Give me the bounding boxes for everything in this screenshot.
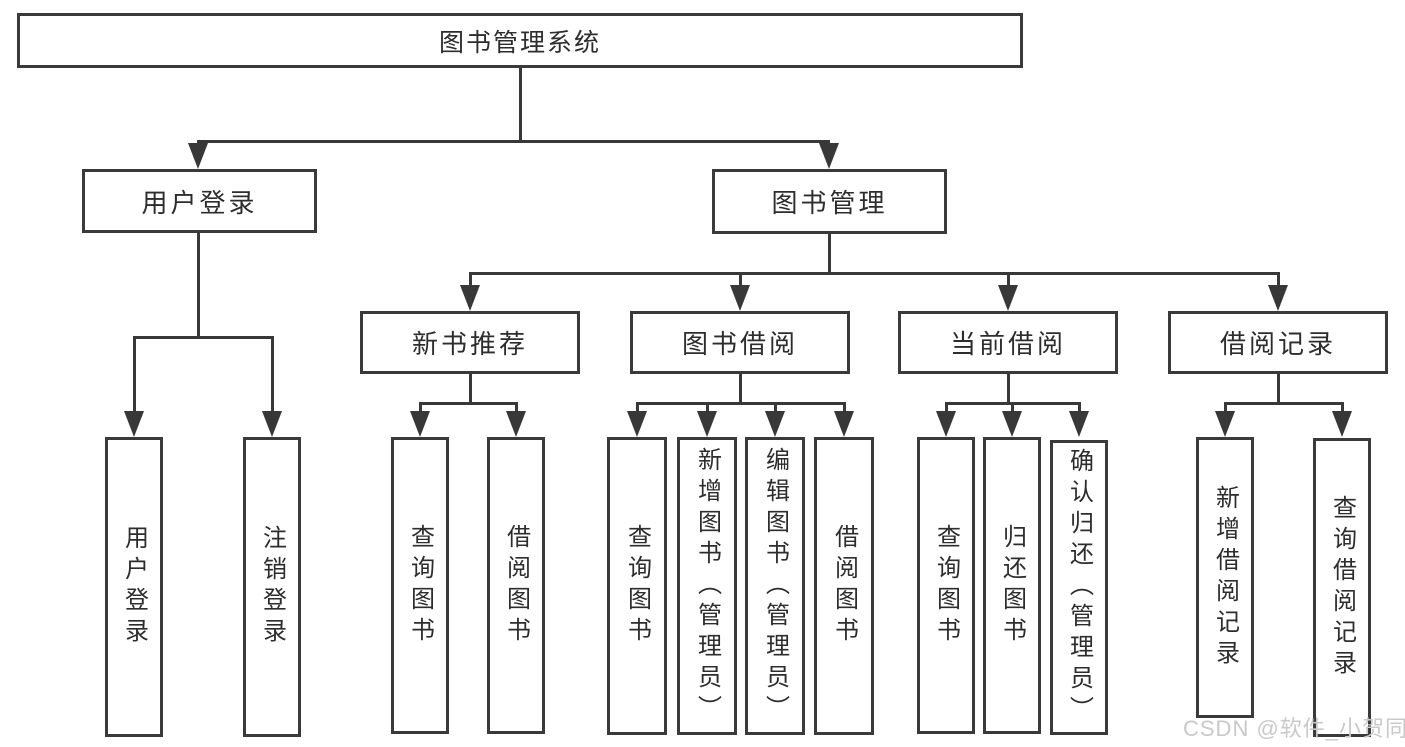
node-library-system: 图书管理系统 bbox=[17, 13, 1023, 68]
arrowhead-down bbox=[936, 411, 956, 437]
leaf-label: 新增图书（管理员） bbox=[693, 446, 721, 726]
connector-userlogin-stem bbox=[197, 232, 200, 338]
leaf-label: 借阅图书 bbox=[502, 523, 530, 648]
arrowhead-down bbox=[1002, 411, 1022, 437]
arrowhead-down bbox=[1268, 285, 1288, 311]
connector-group-rail bbox=[419, 402, 518, 405]
connector-drop bbox=[1224, 402, 1227, 413]
node-label: 借阅记录 bbox=[1219, 329, 1336, 359]
connector-drop bbox=[1007, 272, 1010, 287]
node-label: 图书管理 bbox=[771, 188, 888, 218]
connector-drop bbox=[1277, 272, 1280, 287]
leaf-label: 查询借阅记录 bbox=[1328, 494, 1356, 681]
arrowhead-down bbox=[460, 285, 480, 311]
connector-bookmgmt-rail bbox=[469, 272, 1280, 275]
connector-drop bbox=[271, 336, 274, 413]
arrowhead-down bbox=[1215, 411, 1235, 437]
connector-drop bbox=[843, 402, 846, 413]
connector-drop bbox=[1011, 402, 1014, 413]
connector-root-stem bbox=[519, 67, 522, 143]
node-borrow-records: 借阅记录 bbox=[1168, 311, 1388, 374]
connector-bookmgmt-stem bbox=[828, 234, 831, 275]
connector-drop bbox=[515, 402, 518, 413]
connector-root-rail bbox=[197, 140, 830, 143]
leaf-query-books: 查询图书 bbox=[391, 437, 449, 734]
connector-group-rail bbox=[1224, 402, 1343, 405]
node-label: 新书推荐 bbox=[411, 329, 528, 359]
node-book-borrow: 图书借阅 bbox=[630, 311, 850, 374]
leaf-label: 新增借阅记录 bbox=[1211, 484, 1239, 671]
leaf-label: 注销登录 bbox=[258, 525, 286, 649]
arrowhead-down bbox=[730, 285, 750, 311]
leaf-return-books: 归还图书 bbox=[983, 437, 1041, 734]
arrowhead-down bbox=[1069, 411, 1089, 437]
leaf-borrow-books: 借阅图书 bbox=[487, 437, 545, 734]
leaf-borrow-books: 借阅图书 bbox=[814, 437, 874, 735]
connector-drop bbox=[739, 272, 742, 287]
leaf-label: 编辑图书（管理员） bbox=[761, 446, 789, 726]
arrowhead-down bbox=[188, 143, 208, 169]
arrowhead-down bbox=[1332, 411, 1352, 437]
node-new-book-recommend: 新书推荐 bbox=[360, 311, 580, 374]
arrowhead-down bbox=[410, 411, 430, 437]
connector-drop bbox=[706, 402, 709, 413]
connector-drop bbox=[636, 402, 639, 413]
connector-drop bbox=[1341, 402, 1344, 413]
node-current-borrow: 当前借阅 bbox=[898, 311, 1118, 374]
leaf-user-login: 用户登录 bbox=[105, 437, 163, 737]
leaf-label: 查询图书 bbox=[406, 523, 434, 648]
arrowhead-down bbox=[834, 411, 854, 437]
leaf-label: 归还图书 bbox=[998, 523, 1026, 648]
leaf-label: 借阅图书 bbox=[830, 524, 858, 648]
connector-drop bbox=[419, 402, 422, 413]
connector-drop bbox=[1078, 402, 1081, 413]
arrowhead-down bbox=[262, 411, 282, 437]
node-label: 图书管理系统 bbox=[438, 28, 601, 57]
leaf-query-borrow-record: 查询借阅记录 bbox=[1313, 438, 1371, 737]
connector-group-stem bbox=[1007, 374, 1010, 405]
leaf-logout: 注销登录 bbox=[243, 437, 301, 737]
leaf-query-books: 查询图书 bbox=[917, 437, 975, 734]
arrowhead-down bbox=[124, 411, 144, 437]
arrowhead-down bbox=[998, 285, 1018, 311]
leaf-label: 确认归还（管理员） bbox=[1065, 448, 1093, 727]
arrowhead-down bbox=[697, 411, 717, 437]
arrowhead-down bbox=[819, 143, 839, 169]
leaf-confirm-return-admin: 确认归还（管理员） bbox=[1050, 440, 1108, 735]
connector-drop bbox=[133, 336, 136, 413]
node-book-management: 图书管理 bbox=[712, 169, 947, 234]
connector-group-stem bbox=[1277, 374, 1280, 405]
node-label: 图书借阅 bbox=[681, 329, 798, 359]
csdn-watermark: CSDN @软件_小贺同学 bbox=[1183, 716, 1405, 741]
arrowhead-down bbox=[506, 411, 526, 437]
leaf-label: 查询图书 bbox=[932, 523, 960, 648]
node-label: 用户登录 bbox=[141, 187, 258, 218]
connector-drop bbox=[774, 402, 777, 413]
leaf-add-borrow-record: 新增借阅记录 bbox=[1196, 437, 1254, 718]
connector-drop bbox=[945, 402, 948, 413]
arrowhead-down bbox=[765, 411, 785, 437]
node-label: 当前借阅 bbox=[949, 329, 1066, 359]
leaf-edit-books-admin: 编辑图书（管理员） bbox=[745, 437, 805, 735]
connector-group-stem bbox=[469, 374, 472, 405]
connector-userlogin-rail bbox=[133, 336, 274, 339]
leaf-query-books: 查询图书 bbox=[607, 437, 667, 735]
leaf-label: 用户登录 bbox=[120, 525, 148, 649]
connector-group-stem bbox=[739, 374, 742, 405]
leaf-label: 查询图书 bbox=[623, 524, 651, 648]
connector-drop bbox=[469, 272, 472, 287]
connector-group-rail bbox=[636, 402, 845, 405]
arrowhead-down bbox=[627, 411, 647, 437]
node-user-login: 用户登录 bbox=[82, 169, 317, 233]
leaf-add-books-admin: 新增图书（管理员） bbox=[677, 437, 737, 735]
